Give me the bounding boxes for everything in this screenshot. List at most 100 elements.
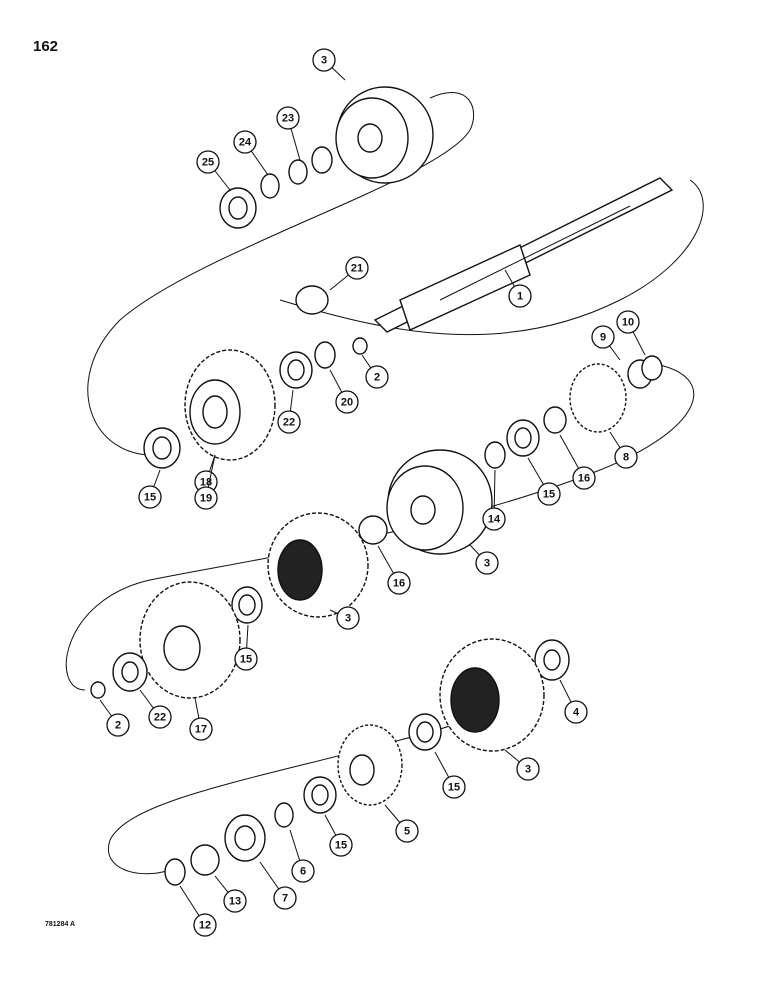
callout-3: 3 [504,749,540,781]
callout-circle [591,325,615,349]
callout-4: 4 [559,679,588,724]
callout-13: 13 [214,875,247,913]
clutch-pack-mid-left [267,512,369,618]
callout-circle [516,757,540,781]
callout-label: 12 [199,920,211,932]
callout-label: 22 [154,712,166,724]
wire-shaft-right [279,179,704,336]
callout-circle [194,486,218,510]
callout-label: 5 [404,826,410,838]
callout-circle [614,445,638,469]
bearing-22-top [279,351,313,389]
ring-20 [314,341,336,369]
callout-label: 23 [282,113,294,125]
callout-label: 25 [202,157,214,169]
bearing-25 [219,187,257,229]
callout-label: 3 [345,613,351,625]
gear-5 [337,724,403,806]
ring-24 [260,173,280,199]
callout-label: 16 [393,578,405,590]
callout-label: 24 [239,137,252,149]
callout-15: 15 [434,751,466,799]
callout-circle [564,700,588,724]
bearing-7 [224,814,266,862]
callout-label: 2 [374,372,380,384]
callout-label: 9 [600,332,606,344]
callout-15: 15 [324,814,353,857]
callout-2: 2 [361,354,389,389]
page-number: 162 [33,38,59,55]
ring-2-lower [90,681,106,699]
callout-16: 16 [377,545,411,595]
gear-8 [569,355,663,433]
callout-3: 3 [329,606,360,630]
callout-15: 15 [234,624,258,671]
callout-22: 22 [277,389,301,434]
callout-16: 16 [559,434,596,490]
ring-2-top [352,337,368,355]
callout-circle [335,390,359,414]
callout-circle [223,889,247,913]
callout-label: 10 [622,317,634,329]
callout-circle [196,150,220,174]
callout-5: 5 [384,804,419,843]
callout-24: 24 [233,130,269,176]
callout-circle [291,859,315,883]
callout-9: 9 [591,325,621,361]
callout-1: 1 [504,269,532,308]
callout-circle [395,819,419,843]
callout-7: 7 [259,861,297,910]
callout-3: 3 [312,48,346,81]
gear-17 [139,581,241,699]
snap-ring-12 [164,858,186,886]
callout-15: 15 [527,457,561,506]
callout-label: 15 [240,654,252,666]
clutch-pack-top [335,86,434,184]
callout-circle [193,913,217,937]
callout-19: 19 [194,454,218,510]
callout-circle [365,365,389,389]
ring-16-right [543,406,567,434]
callout-label: 3 [321,55,327,67]
callout-circle [475,551,499,575]
bearing-22-lower [112,652,148,692]
snap-ring-14 [484,441,506,469]
callout-10: 10 [616,310,646,356]
figure-id: 781284 A [45,921,76,928]
callout-label: 6 [300,866,306,878]
callout-label: 20 [341,397,353,409]
callout-18: 18 [194,454,218,494]
callout-circle [572,466,596,490]
ring-23b [288,159,308,185]
callout-circle [273,886,297,910]
callout-circle [508,284,532,308]
callout-circle [233,130,257,154]
bearing-4 [534,639,570,681]
callout-label: 16 [578,473,590,485]
callout-20: 20 [329,369,359,414]
callout-label: 2 [115,720,121,732]
callout-6: 6 [289,829,315,883]
callout-label: 1 [517,291,523,303]
wire-top [87,91,475,456]
callout-circle [277,410,301,434]
callout-circle [276,106,300,130]
callout-circle [442,775,466,799]
callout-circle [234,647,258,671]
callout-label: 15 [543,489,555,501]
callout-22: 22 [139,689,172,729]
callout-circle [345,256,369,280]
callout-25: 25 [196,150,231,191]
callout-circle [616,310,640,334]
callout-label: 3 [525,764,531,776]
gear-18-19 [184,349,276,461]
callout-circle [148,705,172,729]
callout-circle [189,717,213,741]
callout-circle [138,485,162,509]
ring-23a [311,146,333,174]
callout-label: 4 [573,707,580,719]
callout-label: 22 [283,417,295,429]
callout-circle [336,606,360,630]
callout-2: 2 [99,699,130,737]
